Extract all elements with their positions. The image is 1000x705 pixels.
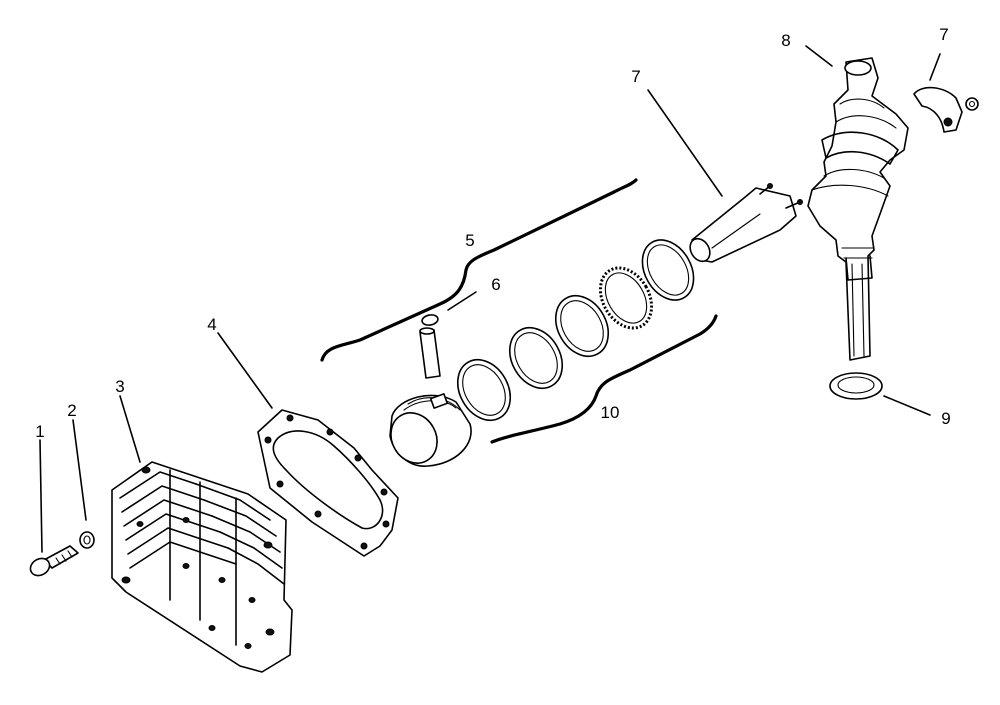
piston-ring-expander — [598, 266, 654, 330]
cylinder-head-icon — [111, 461, 293, 673]
piston-ring-3 — [554, 295, 610, 357]
callout-4: 4 — [207, 315, 216, 334]
piston-icon — [389, 393, 472, 467]
bolt-icon — [29, 545, 79, 577]
connecting-rod-icon — [689, 183, 803, 263]
head-gasket-icon — [257, 409, 399, 557]
leader-1 — [39, 439, 43, 553]
callout-10: 10 — [601, 403, 620, 422]
piston-ring-2 — [508, 327, 564, 389]
crankshaft-icon — [807, 57, 909, 361]
leader-8 — [805, 45, 833, 67]
leader-6 — [447, 291, 477, 311]
leader-2 — [72, 419, 87, 521]
piston-assembly-brace — [320, 178, 638, 362]
callout-9: 9 — [941, 409, 950, 428]
callout-7-cap: 7 — [939, 25, 948, 44]
thrust-washer-icon — [829, 372, 883, 400]
leader-lines — [39, 45, 941, 553]
leader-7b — [929, 53, 941, 81]
callout-2: 2 — [67, 401, 76, 420]
callout-3: 3 — [115, 377, 124, 396]
leader-3 — [119, 395, 141, 463]
callout-6: 6 — [491, 275, 500, 294]
ring-set-brace — [490, 314, 718, 444]
leader-9 — [883, 395, 931, 416]
washer-icon — [79, 531, 95, 549]
callout-8: 8 — [781, 31, 790, 50]
piston-ring-5 — [641, 239, 695, 301]
leader-4 — [217, 332, 273, 409]
wrist-pin-icon — [419, 327, 441, 379]
callout-1: 1 — [35, 422, 44, 441]
callout-5: 5 — [465, 231, 474, 250]
piston-ring-set-icon — [456, 239, 695, 421]
callout-7-rod: 7 — [631, 67, 640, 86]
piston-ring-1 — [456, 359, 512, 421]
rod-cap-icon — [913, 86, 979, 133]
retaining-ring-icon — [421, 314, 439, 326]
leader-7a — [647, 89, 723, 197]
